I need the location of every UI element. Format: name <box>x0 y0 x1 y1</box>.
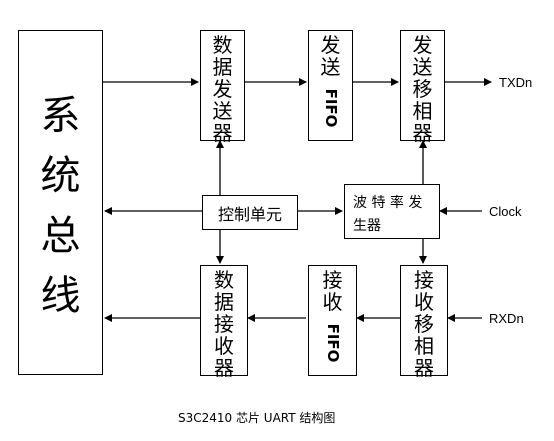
baud-rate-generator-block: 波 特 率 发 生器 <box>344 184 440 239</box>
txd-signal-label: TXDn <box>499 75 533 90</box>
block-char: 相 <box>412 99 433 123</box>
data-receiver-block: 数 据 接 收 器 <box>200 265 248 380</box>
block-char: 发 <box>320 33 341 57</box>
block-char: 接 <box>322 268 343 292</box>
block-char: 发 <box>412 33 433 57</box>
block-char: 送 <box>412 55 433 79</box>
bus-char: 线 <box>40 273 81 319</box>
block-char: 相 <box>414 334 434 358</box>
bus-char: 统 <box>40 153 81 199</box>
data-sender-block: 数 据 发 送 器 <box>200 30 245 145</box>
block-char: 数 <box>212 33 233 57</box>
block-char: 收 <box>414 290 434 314</box>
block-char: 据 <box>214 290 234 314</box>
fifo-label: FIFO <box>321 88 340 128</box>
block-char: 器 <box>212 121 233 145</box>
receive-fifo-block: 接 收 FIFO <box>308 265 357 376</box>
block-char: 据 <box>212 55 233 79</box>
block-char: 接 <box>214 312 234 336</box>
block-char: 送 <box>212 99 233 123</box>
baud-label-line1: 波 特 率 发 <box>353 195 423 211</box>
bus-char: 系 <box>40 93 81 139</box>
bus-char: 总 <box>40 213 81 259</box>
block-char: 器 <box>214 356 234 380</box>
fifo-label: FIFO <box>323 323 342 363</box>
diagram-caption: S3C2410 芯片 UART 结构图 <box>178 411 336 425</box>
control-unit-block: 控制单元 <box>202 195 298 230</box>
block-char: 器 <box>412 121 433 145</box>
rxd-signal-label: RXDn <box>489 311 524 326</box>
control-unit-label: 控制单元 <box>217 204 282 224</box>
block-char: 收 <box>214 334 234 358</box>
block-char: 发 <box>212 77 233 101</box>
block-char: 收 <box>322 290 343 314</box>
block-char: 接 <box>414 268 434 292</box>
block-char: 送 <box>320 55 341 79</box>
send-fifo-block: 发 送 FIFO <box>308 30 353 141</box>
baud-label-line2: 生器 <box>353 218 381 234</box>
block-char: 数 <box>214 268 234 292</box>
block-char: 器 <box>414 356 434 380</box>
clock-signal-label: Clock <box>489 204 522 219</box>
block-char: 移 <box>414 312 434 336</box>
send-shift-block: 发 送 移 相 器 <box>400 30 445 145</box>
receive-shift-block: 接 收 移 相 器 <box>400 265 448 380</box>
block-char: 移 <box>412 77 433 101</box>
system-bus-block: 系 统 总 线 <box>18 30 103 375</box>
